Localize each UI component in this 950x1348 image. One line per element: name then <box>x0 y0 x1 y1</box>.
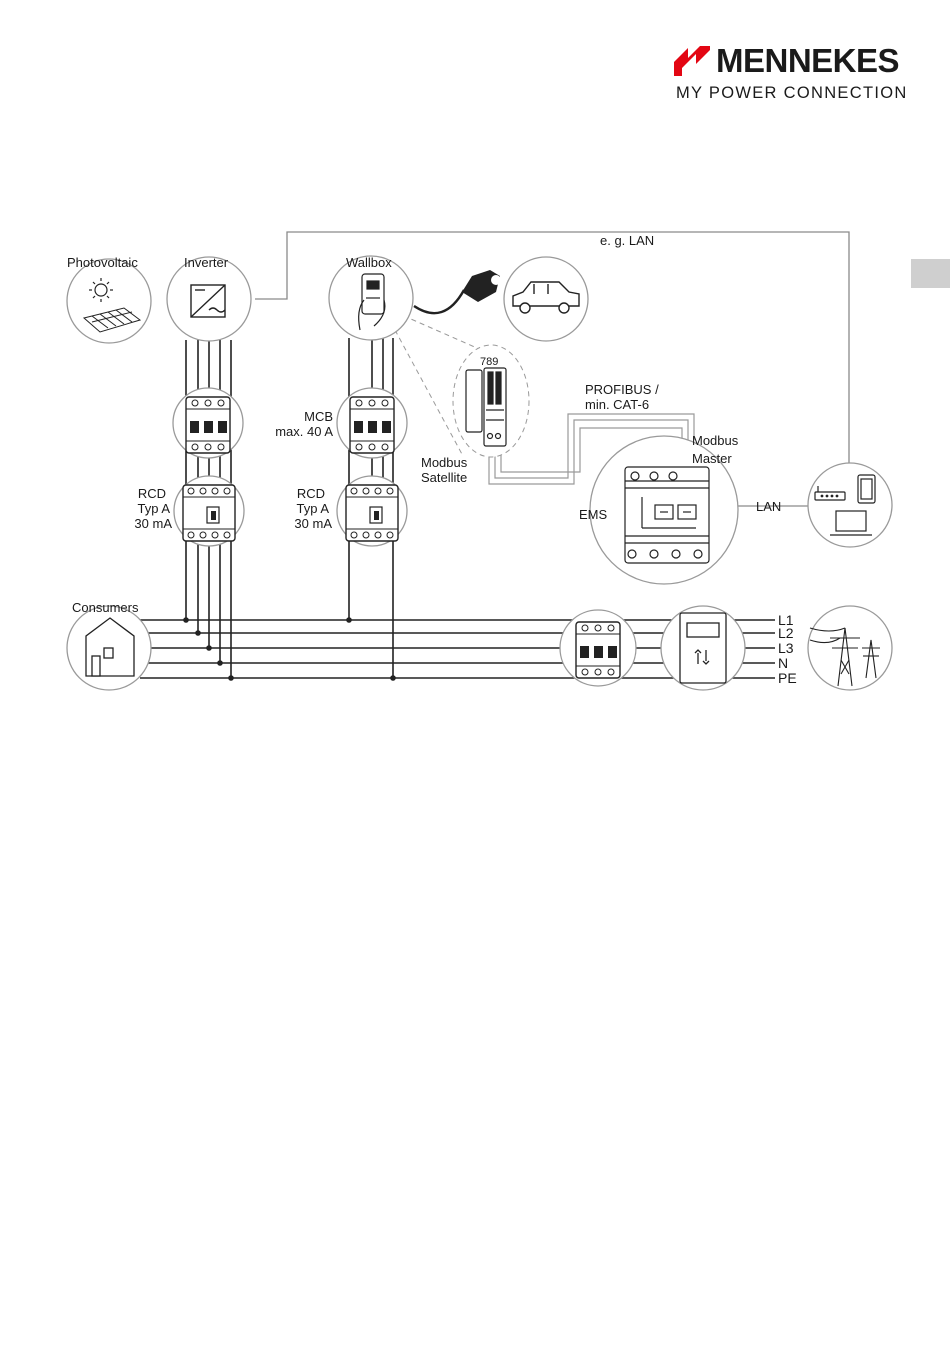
label-modbus-master-2: Master <box>692 451 732 466</box>
consumers-node: Consumers <box>67 600 151 690</box>
ems-meter-icon <box>625 467 709 563</box>
rcd-left: RCD Typ A 30 mA <box>134 476 244 546</box>
label-ems: EMS <box>579 507 608 522</box>
grid-node <box>808 606 892 690</box>
label-consumers: Consumers <box>72 600 139 615</box>
photovoltaic-node: Photovoltaic <box>67 255 151 343</box>
rcd-middle: RCD Typ A 30 mA <box>294 476 407 546</box>
bus-label-l3: L3 <box>778 640 794 656</box>
smartphone-icon <box>858 475 875 503</box>
label-profibus-1: PROFIBUS / <box>585 382 659 397</box>
label-profibus-2: min. CAT-6 <box>585 397 649 412</box>
mcb-left <box>173 388 243 458</box>
label-modbus-satellite-2: Satellite <box>421 470 467 485</box>
rcd-icon <box>346 485 398 541</box>
label-rcd-left-1: RCD <box>138 486 166 501</box>
label-lan-top: e. g. LAN <box>600 233 654 248</box>
label-lan-right: LAN <box>756 499 781 514</box>
label-modbus-master-1: Modbus <box>692 433 739 448</box>
bus-label-pe: PE <box>778 670 797 686</box>
mcb-icon <box>350 397 394 453</box>
satellite-code: 789 <box>480 356 498 368</box>
inverter-node: Inverter <box>167 255 251 341</box>
wallbox-node: Wallbox <box>329 255 413 340</box>
label-mcb-1: MCB <box>304 409 333 424</box>
label-rcd-mid-1: RCD <box>297 486 325 501</box>
label-mcb-2: max. 40 A <box>275 424 333 439</box>
label-inverter: Inverter <box>184 255 229 270</box>
mcb-middle: MCB max. 40 A <box>275 388 407 458</box>
laptop-icon <box>830 511 872 535</box>
meter-node <box>661 606 745 690</box>
mcb-icon <box>186 397 230 453</box>
label-modbus-satellite-1: Modbus <box>421 455 468 470</box>
label-rcd-left-3: 30 mA <box>134 516 172 531</box>
network-node <box>808 463 892 547</box>
label-rcd-mid-2: Typ A <box>296 501 329 516</box>
modbus-satellite-node: 789 <box>453 345 529 457</box>
label-photovoltaic: Photovoltaic <box>67 255 138 270</box>
bus-label-n: N <box>778 655 788 671</box>
grid-breaker-icon <box>576 622 620 678</box>
label-rcd-left-2: Typ A <box>137 501 170 516</box>
charging-plug-icon <box>414 270 501 313</box>
car-node <box>504 257 588 341</box>
rcd-icon <box>183 485 235 541</box>
grid-breaker-node <box>560 610 636 686</box>
label-rcd-mid-3: 30 mA <box>294 516 332 531</box>
label-wallbox: Wallbox <box>346 255 392 270</box>
electricity-meter-icon <box>680 613 726 683</box>
bus-label-l2: L2 <box>778 625 794 641</box>
